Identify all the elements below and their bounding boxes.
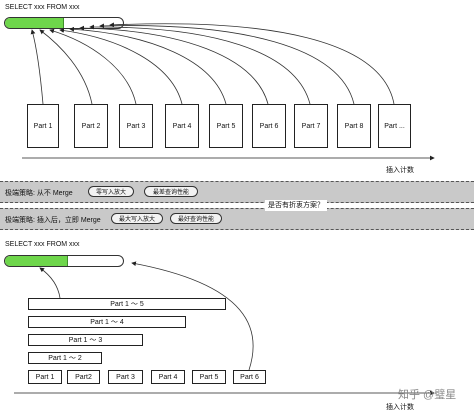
top-part-3: Part 3 [119, 104, 153, 148]
bottom-axis-label: 插入计数 [386, 404, 414, 411]
bottom-sql-label: SELECT xxx FROM xxx [5, 241, 80, 248]
tradeoff-question: 是否有折衷方案？ [265, 200, 327, 211]
bottom-part-4: Part 4 [151, 370, 185, 384]
top-part-8: Part 8 [337, 104, 371, 148]
range-part-1-3: Part 1 ～ 3 [28, 334, 143, 346]
bottom-query-capsule-fill [5, 256, 68, 266]
bottom-arrow-part6 [131, 261, 254, 371]
tag-best-query-performance: 最好查询性能 [170, 213, 222, 224]
top-part-7: Part 7 [294, 104, 328, 148]
top-arrow-6 [79, 25, 269, 105]
watermark: 知乎 @璧星 [398, 389, 457, 401]
top-arrow-7 [89, 24, 311, 105]
bottom-part-2: Part2 [67, 370, 100, 384]
top-query-capsule-fill [5, 18, 64, 28]
strategy-no-merge-label: 极端策略: 从不 Merge [5, 190, 73, 197]
top-part-4: Part 4 [165, 104, 199, 148]
top-arrow-9 [109, 22, 395, 105]
bottom-part-1: Part 1 [28, 370, 62, 384]
bottom-query-capsule [4, 255, 124, 267]
bottom-arrow-range [39, 267, 61, 299]
top-arrow-8 [99, 23, 355, 105]
tag-max-write-amplification: 最大写入放大 [111, 213, 163, 224]
range-part-1-2: Part 1 ～ 2 [28, 352, 102, 364]
top-part-5: Part 5 [209, 104, 243, 148]
bottom-part-6: Part 6 [233, 370, 266, 384]
top-arrow-2 [39, 29, 93, 105]
top-arrows-diagram [22, 22, 435, 161]
top-arrow-1 [30, 29, 44, 105]
top-arrow-5 [69, 26, 227, 105]
range-part-1-4: Part 1 ～ 4 [28, 316, 186, 328]
strategy-immediate-merge-label: 极端策略: 插入后，立即 Merge [5, 217, 101, 224]
top-sql-label: SELECT xxx FROM xxx [5, 4, 80, 11]
top-part-2: Part 2 [74, 104, 108, 148]
bottom-part-5: Part 5 [192, 370, 226, 384]
top-part-more: Part ... [378, 104, 411, 148]
top-axis-label: 插入计数 [386, 167, 414, 174]
range-part-1-5: Part 1 ～ 5 [28, 298, 226, 310]
top-arrow-3 [49, 28, 137, 105]
top-part-1: Part 1 [27, 104, 59, 148]
top-arrow-4 [59, 28, 183, 105]
top-part-6: Part 6 [252, 104, 286, 148]
bottom-part-3: Part 3 [108, 370, 143, 384]
tag-zero-write-amplification: 零写入放大 [88, 186, 134, 197]
tag-worst-query-performance: 最差查询性能 [144, 186, 198, 197]
